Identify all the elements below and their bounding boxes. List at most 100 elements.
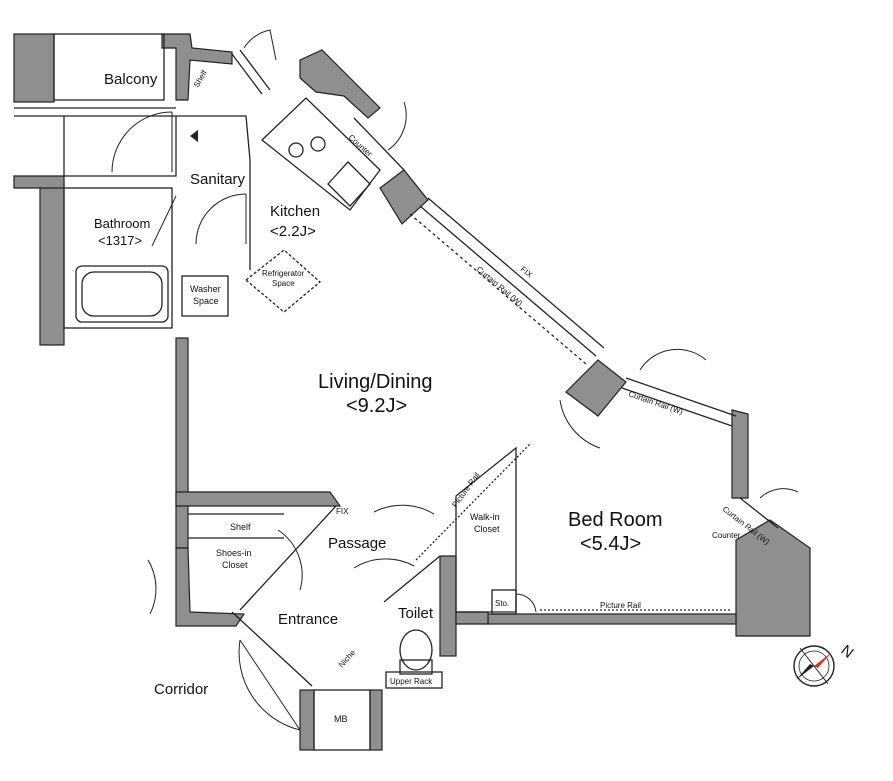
window-main-outer bbox=[427, 197, 605, 349]
label-refrigerator-1: Refrigerator bbox=[262, 269, 305, 278]
wall-toilet-right bbox=[439, 555, 457, 657]
door-bathroom bbox=[151, 195, 177, 247]
wall-bedroom-right bbox=[731, 409, 749, 499]
label-sanitary: Sanitary bbox=[190, 171, 246, 188]
curtain-rail-main-line bbox=[409, 213, 587, 365]
interior-lines bbox=[14, 33, 779, 751]
label-picture-rail-diag: Picture Rail bbox=[450, 471, 481, 510]
label-counter-kitchen: Counter bbox=[347, 133, 374, 159]
door-entrance bbox=[277, 529, 303, 591]
sto-box bbox=[491, 589, 517, 615]
label-mb: MB bbox=[334, 714, 348, 724]
label-washer-2: Space bbox=[193, 296, 219, 306]
door-toilet bbox=[353, 558, 415, 569]
label-curtain-rail-bed: Curtain Rail (W) bbox=[627, 389, 684, 416]
label-upper-rack: Upper Rack bbox=[390, 677, 433, 686]
wall-mb-right bbox=[369, 689, 383, 751]
window-kitchen-top-2 bbox=[239, 49, 271, 91]
compass-needle-north bbox=[814, 652, 832, 668]
walls bbox=[13, 33, 811, 751]
picture-rail-diag-line bbox=[415, 443, 531, 561]
wall-left-ledge bbox=[13, 175, 65, 189]
wall-living-bottom-left bbox=[175, 491, 342, 507]
label-kitchen: Kitchen bbox=[270, 203, 320, 220]
door-kitchen-corner bbox=[387, 101, 407, 151]
label-picture-rail-bed: Picture Rail bbox=[600, 601, 641, 610]
wall-kitchen-block bbox=[379, 169, 429, 225]
door-bedroom-top bbox=[639, 348, 707, 371]
label-fix-passage: FIX bbox=[336, 507, 349, 516]
wall-sanitary-top bbox=[161, 33, 233, 101]
label-kitchen-size: <2.2J> bbox=[270, 223, 316, 240]
door-passage bbox=[373, 504, 435, 515]
wall-balcony-block bbox=[13, 33, 55, 103]
label-living-size: <9.2J> bbox=[346, 395, 407, 417]
door-bedroom-right bbox=[759, 488, 799, 499]
door-sanitary bbox=[111, 111, 173, 173]
wall-mb-left bbox=[299, 689, 315, 751]
kitchen-counter bbox=[261, 97, 381, 211]
bathtub bbox=[75, 265, 169, 323]
label-niche: Niche bbox=[337, 648, 358, 670]
window-kitchen-top bbox=[231, 53, 263, 95]
toilet-bowl bbox=[399, 629, 433, 671]
label-corridor: Corridor bbox=[154, 681, 208, 698]
entrance-wall bbox=[231, 611, 313, 687]
label-shelf-top: Shelf bbox=[192, 68, 209, 89]
upper-rack-box bbox=[385, 671, 443, 689]
window-bed-outer bbox=[625, 377, 737, 417]
washer-box bbox=[181, 275, 229, 317]
label-refrigerator-2: Space bbox=[272, 279, 295, 288]
window-bed-inner bbox=[621, 387, 733, 427]
label-entrance: Entrance bbox=[278, 611, 338, 628]
label-walkin-2: Closet bbox=[474, 524, 500, 534]
stove-burner-1 bbox=[288, 142, 304, 158]
passage-wall-right bbox=[383, 555, 441, 603]
label-shoes-1: Shoes-in bbox=[216, 548, 252, 558]
door-kitchen bbox=[195, 193, 247, 245]
wall-bedroom-bottom bbox=[487, 613, 737, 625]
kitchen-sink bbox=[327, 161, 371, 207]
refrigerator-space bbox=[244, 249, 321, 313]
balcony-outline bbox=[53, 33, 165, 101]
door-sto bbox=[515, 593, 537, 613]
door-top-window bbox=[243, 29, 277, 61]
wall-corridor-right bbox=[455, 611, 489, 625]
arrow-marker-icon bbox=[190, 130, 198, 142]
label-shelf: Shelf bbox=[230, 522, 251, 532]
label-sto: Sto. bbox=[495, 599, 509, 608]
label-bathroom-size: <1317> bbox=[98, 233, 142, 248]
mb-box bbox=[313, 689, 371, 751]
wall-kitchen-top bbox=[299, 49, 381, 119]
window-kitchen-corner bbox=[353, 117, 405, 171]
door-bedroom bbox=[559, 399, 601, 449]
bathtub-inner bbox=[81, 271, 163, 317]
compass-ring-inner bbox=[798, 650, 830, 682]
label-bathroom: Bathroom bbox=[94, 216, 150, 231]
compass-ring bbox=[793, 645, 835, 687]
label-balcony: Balcony bbox=[104, 71, 158, 88]
label-washer-1: Washer bbox=[190, 284, 221, 294]
label-passage: Passage bbox=[328, 535, 386, 552]
label-bedroom: Bed Room bbox=[568, 509, 663, 531]
doors bbox=[111, 29, 799, 731]
door-corridor bbox=[147, 559, 157, 615]
label-toilet: Toilet bbox=[398, 605, 434, 622]
wall-bedroom-corner bbox=[735, 519, 811, 637]
label-curtain-rail-main: Curtain Rail (W) bbox=[475, 265, 525, 309]
passage-wall-left bbox=[239, 505, 337, 611]
label-bedroom-size: <5.4J> bbox=[580, 533, 641, 555]
door-main-leaf bbox=[239, 639, 301, 731]
sanitary-outline bbox=[63, 116, 177, 177]
wall-living-left bbox=[175, 337, 189, 549]
label-shoes-2: Closet bbox=[222, 560, 248, 570]
door-main bbox=[238, 639, 301, 731]
label-counter-bed: Counter bbox=[712, 531, 741, 540]
wall-mid-diag-block bbox=[565, 359, 627, 417]
compass-axis bbox=[799, 647, 829, 685]
window-bedright bbox=[739, 497, 779, 529]
compass-north-label: N bbox=[838, 642, 857, 662]
window-main-inner bbox=[419, 205, 597, 357]
label-walkin-1: Walk-in bbox=[470, 512, 500, 522]
sanitary-right bbox=[176, 115, 251, 270]
